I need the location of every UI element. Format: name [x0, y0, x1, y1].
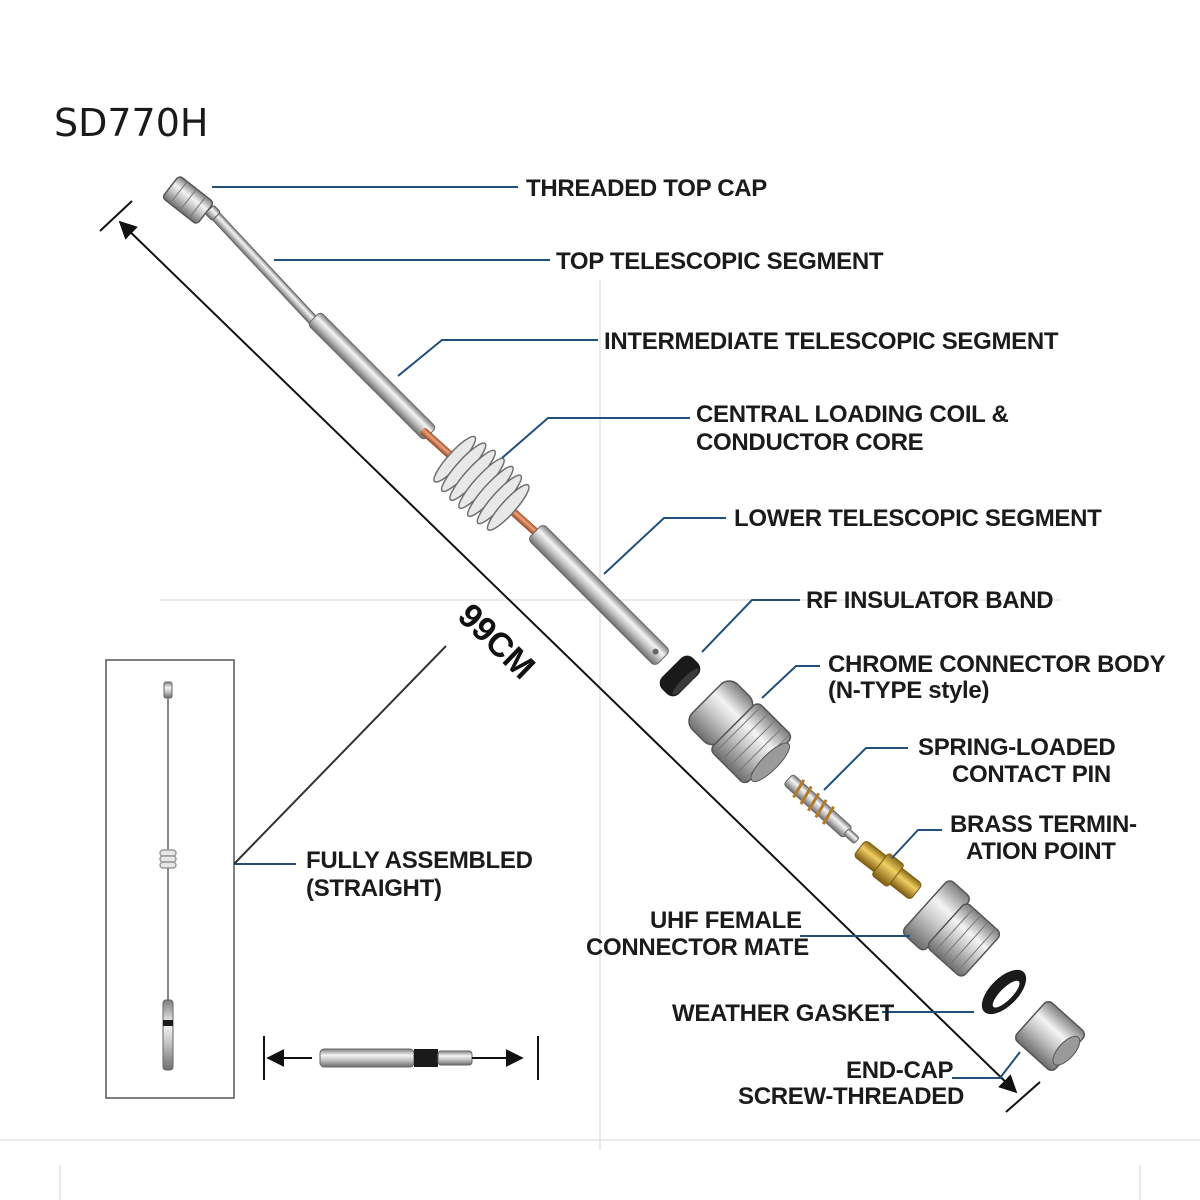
label-intermediate-telescopic-segment: INTERMEDIATE TELESCOPIC SEGMENT	[604, 328, 1059, 355]
label-endcap-line2: SCREW-THREADED	[738, 1083, 964, 1110]
label-lower-telescopic-segment: LOWER TELESCOPIC SEGMENT	[734, 505, 1102, 532]
rf-insulator-band	[659, 655, 701, 697]
label-brass-line1: BRASS TERMIN-	[950, 811, 1137, 838]
label-connector-body-line2: (N-TYPE style)	[828, 677, 989, 704]
label-assembled-line1: FULLY ASSEMBLED	[306, 847, 533, 874]
label-uhf-line2: CONNECTOR MATE	[586, 934, 809, 961]
label-contact-pin-line2: CONTACT PIN	[952, 761, 1111, 788]
label-endcap-line1: END-CAP	[846, 1057, 954, 1084]
label-weather-gasket: WEATHER GASKET	[672, 1000, 895, 1027]
weather-gasket	[981, 969, 1027, 1015]
label-connector-body-line1: CHROME CONNECTOR BODY	[828, 651, 1166, 678]
intermediate-telescopic-segment	[308, 312, 436, 440]
label-loading-coil-line1: CENTRAL LOADING COIL &	[696, 401, 1009, 428]
loading-coil	[420, 428, 540, 536]
end-cap	[1015, 1001, 1085, 1071]
page-title: SD770H	[54, 101, 209, 145]
dimension-label: 99CM	[450, 596, 542, 686]
dimension-arrow	[118, 220, 1018, 1094]
brass-termination-point	[854, 841, 922, 899]
assembled-inset	[105, 645, 447, 1099]
label-loading-coil-line2: CONDUCTOR CORE	[696, 429, 924, 456]
label-top-telescopic-segment: TOP TELESCOPIC SEGMENT	[556, 248, 884, 275]
label-assembled-line2: (STRAIGHT)	[306, 875, 442, 902]
label-uhf-line1: UHF FEMALE	[650, 907, 802, 934]
uhf-female-connector-mate	[902, 880, 1001, 977]
chrome-connector-body	[688, 680, 792, 784]
label-threaded-top-cap: THREADED TOP CAP	[526, 175, 767, 202]
label-contact-pin-line1: SPRING-LOADED	[918, 734, 1115, 761]
compact-horizontal-view	[263, 1036, 539, 1080]
label-brass-line2: ATION POINT	[966, 838, 1116, 865]
lower-telescopic-segment	[529, 525, 669, 665]
threaded-top-cap	[162, 176, 214, 224]
top-telescopic-segment	[205, 205, 327, 335]
leader-lines	[212, 186, 1021, 1079]
spring-loaded-contact-pin	[784, 774, 859, 844]
label-rf-insulator-band: RF INSULATOR BAND	[806, 587, 1053, 614]
